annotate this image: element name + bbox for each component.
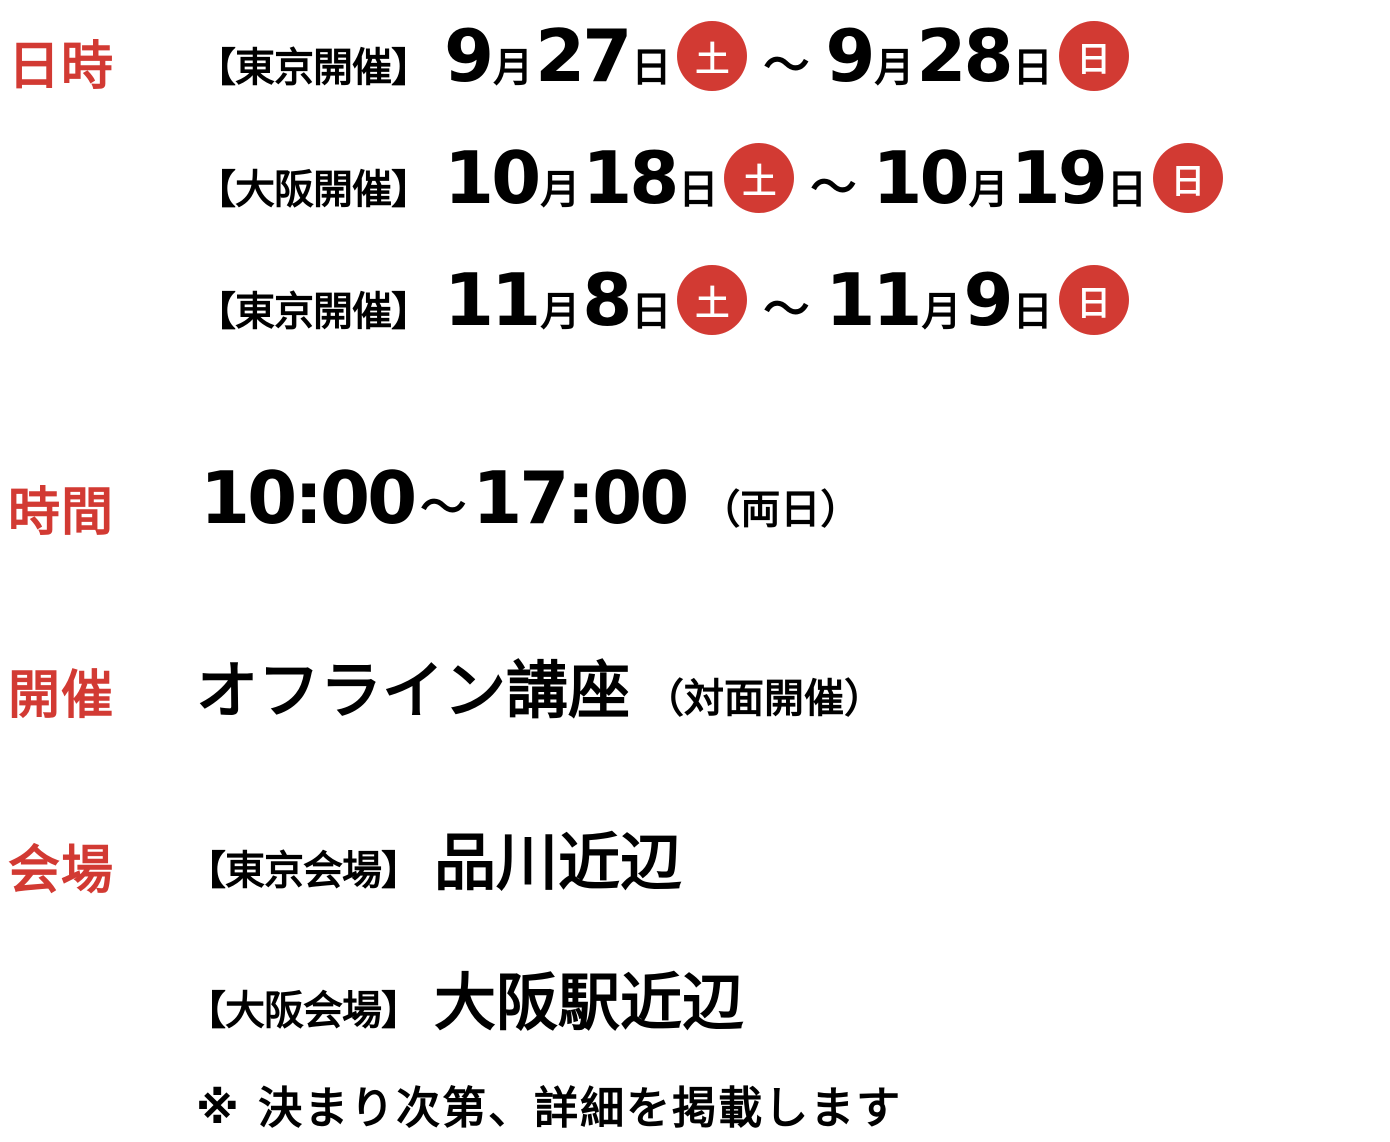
- weekday-badge-sat: 土: [677, 265, 748, 335]
- month-unit: 月: [540, 167, 581, 213]
- month-unit: 月: [874, 45, 915, 91]
- end-month: 10: [872, 136, 969, 220]
- schedule-venue-tag: 【東京開催】: [196, 45, 431, 91]
- end-day: 9: [963, 258, 1014, 342]
- end-month: 11: [825, 258, 922, 342]
- format-note: （対面開催）: [644, 676, 885, 722]
- month-unit: 月: [968, 167, 1009, 213]
- weekday-badge-sun: 日: [1058, 21, 1129, 91]
- end-day: 28: [916, 14, 1013, 98]
- time-end: 17:00: [472, 456, 689, 540]
- month-unit: 月: [493, 45, 534, 91]
- venue-row-tokyo: 【東京会場】 品川近辺: [186, 812, 682, 902]
- range-tilde: ～: [810, 160, 857, 214]
- venue-place: 品川近辺: [434, 826, 683, 899]
- time-tilde: ～: [420, 480, 467, 534]
- day-unit: 日: [631, 45, 672, 91]
- start-day: 8: [582, 258, 632, 342]
- schedule-row-1: 【東京開催】 9 月 27 日 土 ～ 9 月 28 日 日: [196, 14, 1129, 98]
- label-time: 時間: [8, 483, 115, 543]
- day-unit: 日: [631, 289, 672, 335]
- schedule-row-3: 【東京開催】 11 月 8 日 土 ～ 11 月 9 日 日: [196, 258, 1129, 342]
- day-unit: 日: [1012, 289, 1053, 335]
- range-tilde: ～: [763, 282, 810, 336]
- time-note: （両日）: [700, 487, 861, 533]
- start-month: 9: [444, 14, 494, 98]
- venue-tag: 【東京会場】: [186, 848, 421, 894]
- month-unit: 月: [540, 289, 581, 335]
- schedule-venue-tag: 【大阪開催】: [196, 167, 431, 213]
- start-day: 18: [582, 136, 679, 220]
- time-start: 10:00: [200, 456, 417, 540]
- schedule-row-2: 【大阪開催】 10 月 18 日 土 ～ 10 月 19 日 日: [196, 136, 1223, 220]
- start-month: 10: [444, 136, 541, 220]
- venue-tag: 【大阪会場】: [186, 988, 421, 1034]
- time-row: 10:00 ～ 17:00 （両日）: [200, 456, 860, 540]
- month-unit: 月: [921, 289, 962, 335]
- weekday-badge-sun: 日: [1152, 143, 1223, 213]
- end-month: 9: [825, 14, 875, 98]
- range-tilde: ～: [763, 38, 810, 92]
- label-venue: 会場: [8, 841, 115, 901]
- format-main: オフライン講座: [196, 654, 631, 727]
- venue-place: 大阪駅近辺: [434, 966, 745, 1039]
- venue-row-osaka: 【大阪会場】 大阪駅近辺: [186, 952, 744, 1042]
- start-day: 27: [535, 14, 632, 98]
- label-datetime: 日時: [8, 37, 115, 97]
- day-unit: 日: [678, 167, 719, 213]
- label-format: 開催: [8, 666, 115, 726]
- day-unit: 日: [1012, 45, 1053, 91]
- start-month: 11: [444, 258, 541, 342]
- schedule-venue-tag: 【東京開催】: [196, 289, 431, 335]
- weekday-badge-sat: 土: [724, 143, 795, 213]
- venue-note-row: ※ 決まり次第、詳細を掲載します: [196, 1072, 902, 1136]
- day-unit: 日: [1106, 167, 1147, 213]
- venue-note: ※ 決まり次第、詳細を掲載します: [196, 1083, 903, 1134]
- format-row: オフライン講座 （対面開催）: [196, 640, 884, 730]
- weekday-badge-sun: 日: [1058, 265, 1129, 335]
- weekday-badge-sat: 土: [677, 21, 748, 91]
- end-day: 19: [1010, 136, 1108, 220]
